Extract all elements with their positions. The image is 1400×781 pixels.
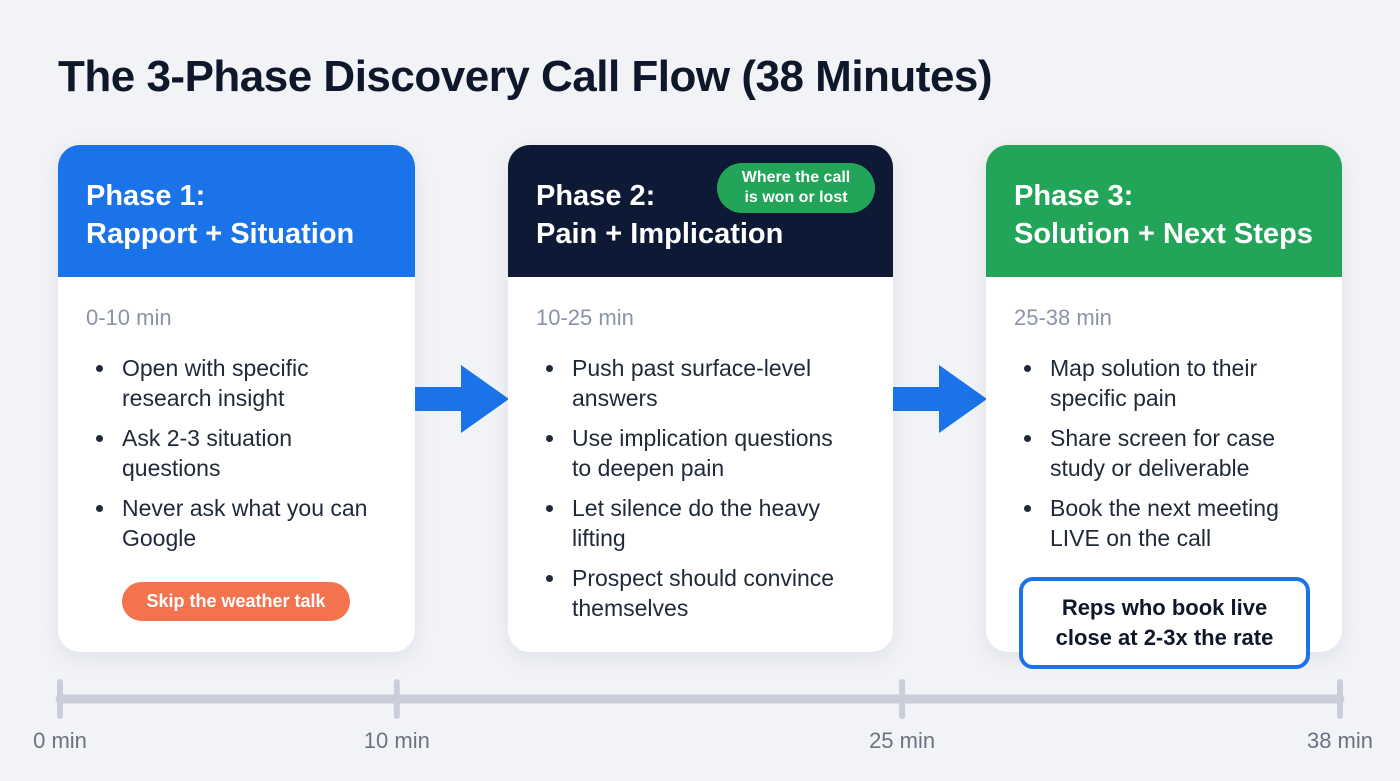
bullet-text: answers xyxy=(572,385,658,411)
highlight-badge: Where the call is won or lost xyxy=(717,163,875,213)
phase-card-2: Phase 2: Pain + Implication Where the ca… xyxy=(508,145,893,652)
bullet-item: Ask 2-3 situation questions xyxy=(96,423,397,483)
phase-title-line1: Phase 1: xyxy=(86,180,206,212)
bullet-text: Never ask what you can xyxy=(122,495,368,521)
bullet-text: Share screen for case xyxy=(1050,425,1276,451)
timeline-ticks xyxy=(57,679,1343,719)
phase-card-1: Phase 1: Rapport + Situation 0-10 min Op… xyxy=(58,145,415,652)
bullet-text: Book the next meeting xyxy=(1050,495,1279,521)
bullet-text: Push past surface-level xyxy=(572,355,812,381)
phase-header-2: Phase 2: Pain + Implication Where the ca… xyxy=(508,145,893,277)
phase-duration: 0-10 min xyxy=(86,305,172,330)
bullet-text: Use implication questions xyxy=(572,425,833,451)
timeline-tick-label: 38 min xyxy=(1306,728,1374,753)
bullet-text: to deepen pain xyxy=(572,455,725,481)
bullet-item: Map solution to their specific pain xyxy=(1024,353,1324,413)
phase-duration: 10-25 min xyxy=(536,305,634,330)
phase-bullet-list: Map solution to their specific pain Shar… xyxy=(1024,353,1324,563)
bullet-text: LIVE on the call xyxy=(1050,525,1212,551)
phase-card-3: Phase 3: Solution + Next Steps 25-38 min… xyxy=(986,145,1342,669)
bullet-item: Prospect should convince themselves xyxy=(546,563,875,623)
callout-text-line1: Reps who book live xyxy=(1061,595,1268,620)
bullet-item: Never ask what you can Google xyxy=(96,493,397,553)
phase-title-line1: Phase 2: xyxy=(536,180,656,212)
phase-bullet-list: Open with specific research insight Ask … xyxy=(96,353,397,563)
bullet-item: Let silence do the heavy lifting xyxy=(546,493,875,553)
arrow-right-icon xyxy=(415,365,509,433)
phase-header-1: Phase 1: Rapport + Situation xyxy=(58,145,415,277)
page-title: The 3-Phase Discovery Call Flow (38 Minu… xyxy=(58,52,993,101)
phase-header-3: Phase 3: Solution + Next Steps xyxy=(986,145,1342,277)
bullet-text: Let silence do the heavy xyxy=(572,495,821,521)
bullet-text: Prospect should convince xyxy=(572,565,835,591)
bullet-text: specific pain xyxy=(1050,385,1177,411)
phase-title-line1: Phase 3: xyxy=(1014,180,1134,212)
bullet-text: Google xyxy=(122,525,197,551)
tip-tag: Skip the weather talk xyxy=(122,582,350,621)
badge-text-line2: is won or lost xyxy=(744,189,848,206)
bullet-text: study or deliverable xyxy=(1050,455,1250,481)
phase-duration: 25-38 min xyxy=(1014,305,1112,330)
stat-callout: Reps who book live close at 2-3x the rat… xyxy=(1019,577,1310,669)
timeline-tick-label: 10 min xyxy=(363,728,430,753)
phase-title-line2: Pain + Implication xyxy=(536,218,784,250)
badge-text-line1: Where the call xyxy=(741,169,851,186)
phase-title-line2: Rapport + Situation xyxy=(86,218,355,250)
bullet-item: Share screen for case study or deliverab… xyxy=(1024,423,1324,483)
arrow-right-icon xyxy=(893,365,987,433)
bullet-item: Open with specific research insight xyxy=(96,353,397,413)
bullet-text: themselves xyxy=(572,595,689,621)
bullet-text: research insight xyxy=(122,385,285,411)
bullet-text: Map solution to their xyxy=(1050,355,1258,381)
timeline-tick-label: 0 min xyxy=(33,728,87,753)
bullet-text: questions xyxy=(122,455,221,481)
bullet-text: Ask 2-3 situation xyxy=(122,425,293,451)
bullet-item: Use implication questions to deepen pain xyxy=(546,423,875,483)
bullet-text: Open with specific xyxy=(122,355,309,381)
phase-bullet-list: Push past surface-level answers Use impl… xyxy=(546,353,875,633)
bullet-text: lifting xyxy=(572,525,626,551)
callout-text-line2: close at 2-3x the rate xyxy=(1055,625,1274,650)
bullet-item: Book the next meeting LIVE on the call xyxy=(1024,493,1324,553)
bullet-item: Push past surface-level answers xyxy=(546,353,875,413)
timeline-tick-label: 25 min xyxy=(869,728,936,753)
phase-title-line2: Solution + Next Steps xyxy=(1014,218,1313,250)
